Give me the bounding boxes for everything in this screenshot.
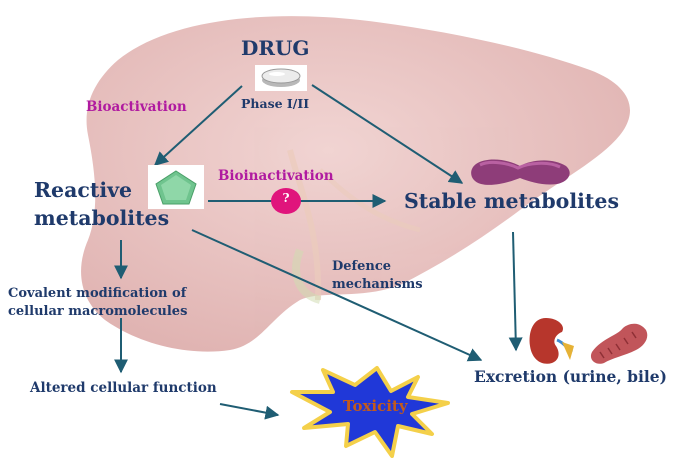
pill-icon xyxy=(255,65,307,91)
defence-line1: Defence xyxy=(332,259,392,274)
question-circle xyxy=(271,188,301,214)
arrow-altered-to-toxicity xyxy=(219,403,280,420)
intestine-icon xyxy=(590,323,648,364)
arrow-drug-to-reactive xyxy=(153,85,243,166)
kidney-icon xyxy=(529,318,574,364)
drug-label: DRUG xyxy=(241,36,310,60)
reactive-line1: Reactive xyxy=(34,178,133,202)
excretion-label: Excretion (urine, bile) xyxy=(474,367,667,386)
altered-function-label: Altered cellular function xyxy=(30,380,217,396)
arrows xyxy=(114,84,523,420)
defence-line2: mechanisms xyxy=(332,277,423,292)
arrow-drug-to-stable xyxy=(311,84,464,184)
toxicity-label: Toxicity xyxy=(343,397,408,415)
bioactivation-label: Bioactivation xyxy=(86,99,187,115)
question-mark: ? xyxy=(282,191,290,205)
pentagon-icon xyxy=(148,165,204,209)
covalent-line1: Covalent modification of xyxy=(8,286,187,301)
phase-label: Phase I/II xyxy=(241,96,310,111)
bioinactivation-label: Bioinactivation xyxy=(218,168,334,184)
toxicity-starburst xyxy=(290,366,450,458)
arrow-reactive-to-excretion xyxy=(191,229,483,362)
liver-illustration xyxy=(81,16,630,352)
dumbbell-icon xyxy=(471,159,570,185)
reactive-metabolites-label: Reactive metabolites xyxy=(34,176,169,232)
covalent-line2: cellular macromolecules xyxy=(8,304,188,319)
covalent-modification-label: Covalent modification of cellular macrom… xyxy=(8,285,187,321)
stable-metabolites-label: Stable metabolites xyxy=(404,189,619,213)
reactive-line2: metabolites xyxy=(34,206,170,230)
arrow-stable-to-excretion xyxy=(508,231,523,352)
defence-mechanisms-label: Defence mechanisms xyxy=(332,258,423,294)
